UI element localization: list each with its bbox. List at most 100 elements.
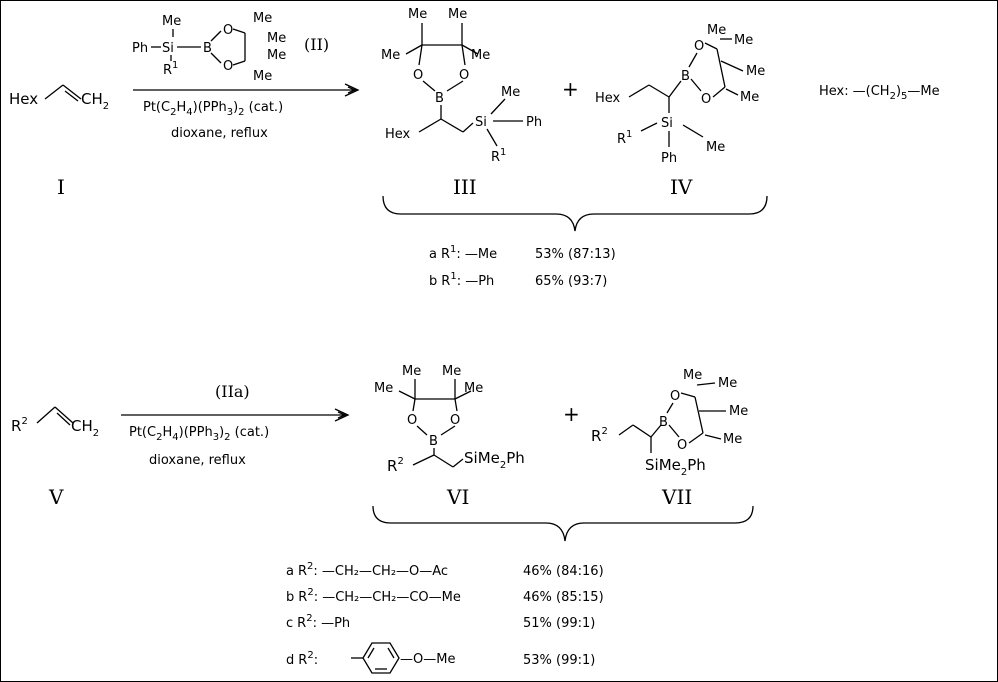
double-bond-inner <box>56 412 71 426</box>
oxygen-label: O <box>223 59 233 74</box>
me-label: Me <box>707 23 726 38</box>
me-label: Me <box>267 31 286 46</box>
bond <box>422 80 436 92</box>
sime2ph-label: SiMe2Ph <box>645 456 706 478</box>
bond <box>648 84 670 98</box>
bond <box>433 454 454 468</box>
reaction-arrow-1 <box>133 83 360 97</box>
product-VII: R2 B O O Me Me Me Me SiMe2Ph VII <box>591 368 748 509</box>
bond <box>668 80 682 98</box>
result-yield-c: 51% (99:1) <box>523 616 595 631</box>
arrow-head <box>344 83 360 97</box>
bond <box>418 44 423 66</box>
me-label: Me <box>718 376 737 391</box>
bond <box>716 48 726 88</box>
reagent-II-structure: Me Ph Si R1 B O O Me Me Me Me (II) <box>132 11 329 84</box>
bond <box>210 30 222 42</box>
bond <box>412 398 416 412</box>
bond <box>440 425 456 436</box>
si-label: Si <box>661 116 673 131</box>
r1-label: R1 <box>491 147 506 165</box>
double-bond-inner <box>64 90 79 102</box>
result-yield-d: 53% (99:1) <box>523 653 595 668</box>
boron-label: B <box>659 415 668 430</box>
me-label: Me <box>734 33 753 48</box>
me-label: Me <box>448 7 467 22</box>
bond <box>210 52 222 64</box>
bond <box>704 42 718 50</box>
bond <box>446 80 464 92</box>
plus-sign: + <box>563 402 580 426</box>
me-label: Me <box>408 7 427 22</box>
compound-id-VI: VI <box>446 485 469 509</box>
ch2-label: CH2 <box>71 417 99 439</box>
oxygen-label: O <box>670 389 680 404</box>
boron-label: B <box>681 69 690 84</box>
compound-id-VII: VII <box>661 485 692 509</box>
bond <box>416 425 428 436</box>
bond <box>490 98 506 115</box>
para-phenylene-ring <box>351 642 400 674</box>
me-label: Me <box>746 64 765 79</box>
bond <box>696 382 716 386</box>
r2-label: R2 <box>11 416 28 435</box>
bond <box>666 402 674 414</box>
compound-id-V: V <box>48 485 64 509</box>
bond <box>398 390 416 400</box>
result-yield-b: 46% (85:15) <box>523 590 604 605</box>
bond <box>650 424 662 438</box>
product-IV: Hex B O O Me Me Me Me Si R1 Ph Me IV <box>595 23 765 199</box>
arrow-head <box>334 408 350 422</box>
si-label: Si <box>475 115 487 130</box>
boron-label: B <box>203 41 212 56</box>
bond <box>232 60 246 66</box>
me-label: Me <box>253 11 272 26</box>
catalyst-label: Pt(C2H4)(PPh3)2 (cat.) <box>129 425 269 443</box>
result-yield-b: 65% (93:7) <box>535 274 607 289</box>
bond <box>44 84 64 100</box>
compound-id-IV: IV <box>670 175 693 199</box>
me-label: Me <box>740 90 759 105</box>
me-label: Me <box>723 432 742 447</box>
bond <box>688 52 698 68</box>
hex-label: Hex <box>9 90 38 108</box>
bond <box>454 390 472 400</box>
catalyst-label: Pt(C2H4)(PPh3)2 (cat.) <box>143 100 283 118</box>
me-label: Me <box>501 85 520 100</box>
me-label: Me <box>162 14 181 29</box>
plus-sign: + <box>562 77 579 101</box>
me-label: Me <box>402 364 421 379</box>
aromatic-bond <box>387 647 395 659</box>
me-label: Me <box>706 140 725 155</box>
me-label: Me <box>471 48 490 63</box>
oxygen-label: O <box>413 68 423 83</box>
bond <box>720 60 744 72</box>
r1-label: R1 <box>163 60 178 78</box>
bond <box>704 434 722 440</box>
bond <box>405 44 423 55</box>
bond <box>628 84 650 98</box>
product-III: Me Me Me Me O O B Hex Si Me Ph R1 III <box>381 7 542 199</box>
oxygen-label: O <box>459 68 469 83</box>
r2-label: R2 <box>591 426 608 445</box>
substrate-I: Hex CH2 I <box>9 84 109 199</box>
bond <box>725 88 739 96</box>
boron-label: B <box>429 434 438 449</box>
bond <box>690 78 702 92</box>
double-bond-outer <box>54 406 74 424</box>
bond <box>412 454 435 466</box>
ph-label: Ph <box>661 151 677 166</box>
arrow-head <box>337 411 346 416</box>
bond <box>454 398 458 412</box>
bond <box>461 44 466 66</box>
ch2-label: CH2 <box>81 90 109 112</box>
hex-definition: Hex:—(CH2)5—Me <box>819 84 940 102</box>
bond <box>461 44 479 55</box>
